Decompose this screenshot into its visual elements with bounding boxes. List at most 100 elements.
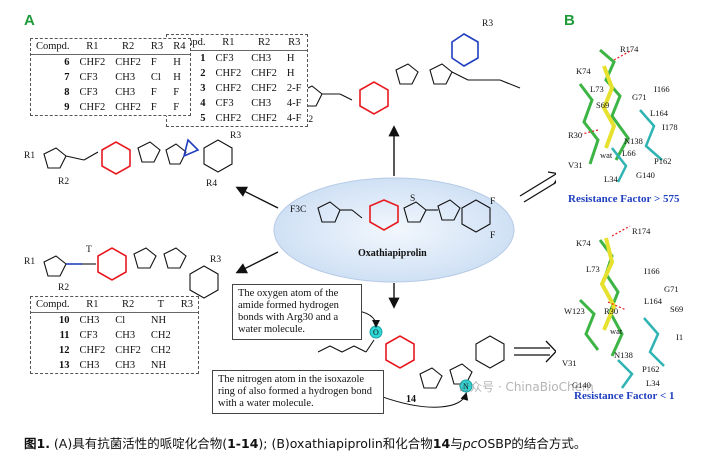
table-cell: NH: [150, 315, 167, 326]
residue-label: L73: [586, 264, 600, 274]
table-header-cell: R2: [246, 35, 282, 51]
residue-label: I178: [662, 122, 678, 132]
table-cell: F: [150, 57, 157, 68]
residue-label: L34: [604, 174, 618, 184]
caption-pc: pc: [462, 436, 478, 451]
table-cell: CH3: [115, 330, 136, 341]
table-cell: CHF2: [251, 83, 277, 94]
arrow-nitrogen-note: [379, 392, 469, 408]
table-cell: 7: [64, 72, 70, 83]
residue-label: K74: [576, 66, 591, 76]
residue-label: wat: [610, 326, 623, 336]
residue-label: L73: [590, 84, 604, 94]
table-cell: CH3: [115, 72, 136, 83]
residue-label: I1: [676, 332, 683, 342]
r2-label-bottom: R2: [58, 283, 69, 293]
table-header-cell: R3: [175, 297, 199, 313]
residue-label: P162: [642, 364, 659, 374]
residue-label: V31: [568, 160, 583, 170]
table-cell: 6: [64, 57, 70, 68]
panel-b-bottom: [556, 222, 696, 392]
table-header-cell: Compd.: [31, 297, 75, 313]
table-cell: CHF2: [79, 57, 106, 68]
n-label: N: [463, 382, 469, 391]
structure-1-5: [299, 33, 521, 115]
residue-label: S69: [596, 100, 609, 110]
residue-label: P162: [654, 156, 671, 166]
r1-label-bottom: R1: [24, 257, 35, 267]
table-cell: Cl: [115, 315, 126, 326]
table-cell: CH3: [115, 87, 136, 98]
arrow-down-left: [235, 251, 279, 274]
residue-label: wat: [600, 150, 613, 160]
table-cell: CHF2: [115, 57, 141, 68]
caption-fig: 图1.: [24, 436, 50, 451]
table-header-cell: R2: [110, 297, 146, 313]
table-cell: CF3: [79, 330, 98, 341]
double-arrow-top: [519, 171, 562, 203]
table-cell: CH3: [115, 360, 136, 371]
table-cell: 4-F: [286, 113, 302, 124]
panel-label-b: B: [564, 12, 575, 29]
r4-label-left: R4: [206, 179, 217, 189]
caption-text-c: 与: [450, 436, 463, 451]
arrow-up-left: [235, 186, 279, 209]
table-cell: CH2: [150, 330, 171, 341]
r3-label-top: R3: [482, 19, 493, 29]
structure-10-13: [43, 247, 219, 299]
note-nitrogen: The nitrogen atom in the isoxazole ring …: [212, 370, 384, 414]
residue-label: R174: [620, 44, 639, 54]
panel-b-top: [556, 34, 696, 206]
table-cell: H: [286, 68, 295, 79]
residue-label: G71: [632, 92, 647, 102]
center-label: Oxathiapiprolin: [358, 248, 427, 259]
structure-14: [317, 335, 505, 389]
table-cell: CH3: [79, 315, 100, 326]
table-cell: CHF2: [215, 68, 242, 79]
caption-text-a: (A)具有抗菌活性的哌啶化合物(: [49, 436, 228, 451]
table-header-cell: R1: [74, 297, 111, 313]
table-row: 13 CH3 CH3 NH: [31, 358, 198, 373]
table-cell: 2: [200, 68, 206, 79]
center-ellipse: [273, 177, 515, 283]
note-oxygen: The oxygen atom of the amide formed hydr…: [232, 284, 362, 340]
table-cell: 9: [64, 102, 70, 113]
double-arrow-bottom: [514, 340, 557, 363]
table-cell: F: [173, 102, 180, 113]
table-cell: 12: [59, 345, 70, 356]
table-cell: H: [286, 53, 295, 64]
table-cell: CF3: [215, 53, 234, 64]
table-cell: NH: [150, 360, 167, 371]
table-cell: CH3: [79, 360, 100, 371]
table-row: 10 CH3 Cl NH: [31, 313, 198, 329]
table-cell: CHF2: [251, 68, 277, 79]
figure-caption: 图1. (A)具有抗菌活性的哌啶化合物(1-14); (B)oxathiapip…: [24, 433, 586, 452]
table-cell: 10: [59, 315, 70, 326]
residue-label: V31: [562, 358, 577, 368]
table-cell: CHF2: [115, 102, 141, 113]
residue-label: R174: [632, 226, 651, 236]
resistance-factor-bottom: Resistance Factor < 1: [574, 390, 674, 402]
table-cell: 13: [59, 360, 70, 371]
table-cell: H: [173, 72, 181, 83]
residue-label: L164: [650, 108, 669, 118]
table-cell: 4-F: [286, 98, 302, 109]
s-label-center: S: [410, 194, 415, 204]
r3-label-bottom: R3: [210, 255, 221, 265]
residue-label: R30: [568, 130, 582, 140]
table-header-cell: R2: [110, 39, 146, 55]
panel-label-a: A: [24, 12, 35, 29]
residue-label: S69: [670, 304, 683, 314]
table-cell: CHF2: [215, 113, 242, 124]
